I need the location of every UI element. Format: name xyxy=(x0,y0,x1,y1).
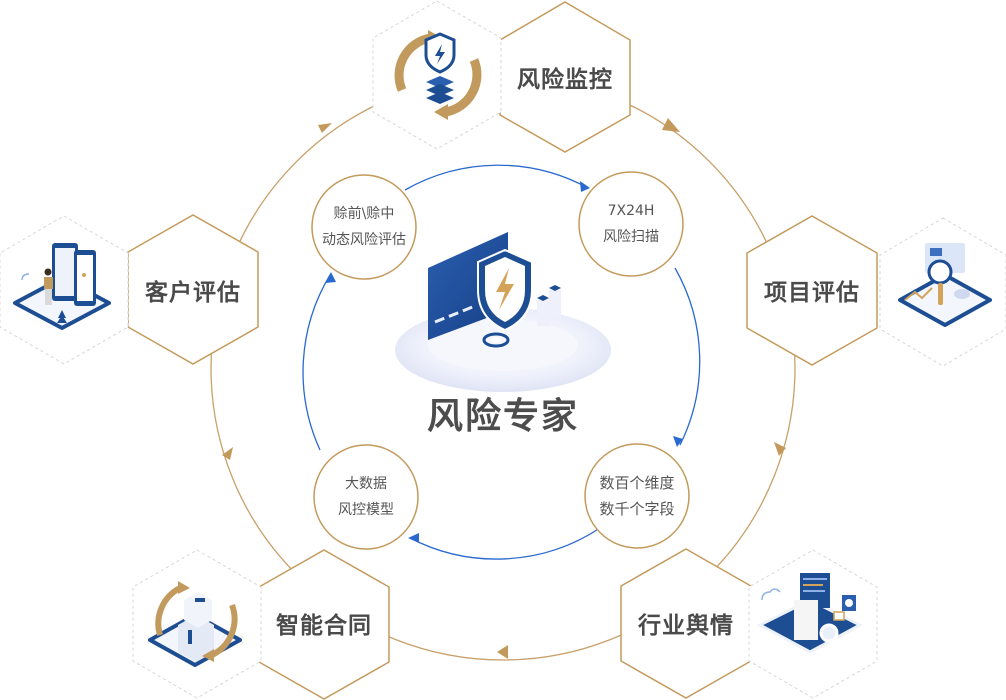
shield-server-cycle-icon xyxy=(394,30,482,120)
inner-ring xyxy=(302,164,701,560)
inner-node-risk-scan: 7X24H 风险扫描 xyxy=(576,198,686,250)
inner-node-line1: 赊前\赊中 xyxy=(333,206,395,222)
arrow-icon xyxy=(774,442,786,456)
outer-node-industry-sentiment: 行业舆情 xyxy=(638,613,734,639)
inner-node-line2: 数千个字段 xyxy=(599,500,675,518)
center-title: 风险专家 xyxy=(426,396,580,437)
inner-node-line1: 数百个维度 xyxy=(599,474,675,492)
inner-node-line1: 大数据 xyxy=(345,476,387,492)
inner-node-line2: 动态风险评估 xyxy=(322,232,406,248)
arrow-icon xyxy=(318,123,332,133)
document-magnifier-icon xyxy=(756,573,864,654)
shield-lightning-card-icon xyxy=(395,232,611,392)
arrow-icon xyxy=(497,645,508,659)
arrow-icon xyxy=(662,118,680,132)
inner-node-dynamic-risk-assessment: 赊前\赊中 动态风险评估 xyxy=(309,201,419,253)
inner-node-line1: 7X24H xyxy=(607,203,655,219)
inner-node-line2: 风控模型 xyxy=(338,502,394,518)
outer-node-project-evaluation: 项目评估 xyxy=(764,280,860,306)
inner-node-line2: 风险扫描 xyxy=(603,229,659,245)
inner-node-circles xyxy=(311,171,690,550)
outer-node-smart-contract: 智能合同 xyxy=(276,613,372,639)
arrow-icon xyxy=(222,447,233,460)
magnifier-dashboard-icon xyxy=(898,243,992,327)
inner-node-bigdata-model: 大数据 风控模型 xyxy=(311,471,421,523)
inner-node-dimensions-fields: 数百个维度 数千个字段 xyxy=(582,470,692,522)
person-phone-document-icon xyxy=(13,243,111,330)
outer-node-customer-evaluation: 客户评估 xyxy=(145,280,241,306)
outer-node-risk-monitoring: 风险监控 xyxy=(517,67,613,93)
outer-hexagons xyxy=(127,1,878,700)
box-cycle-icon xyxy=(148,581,242,667)
